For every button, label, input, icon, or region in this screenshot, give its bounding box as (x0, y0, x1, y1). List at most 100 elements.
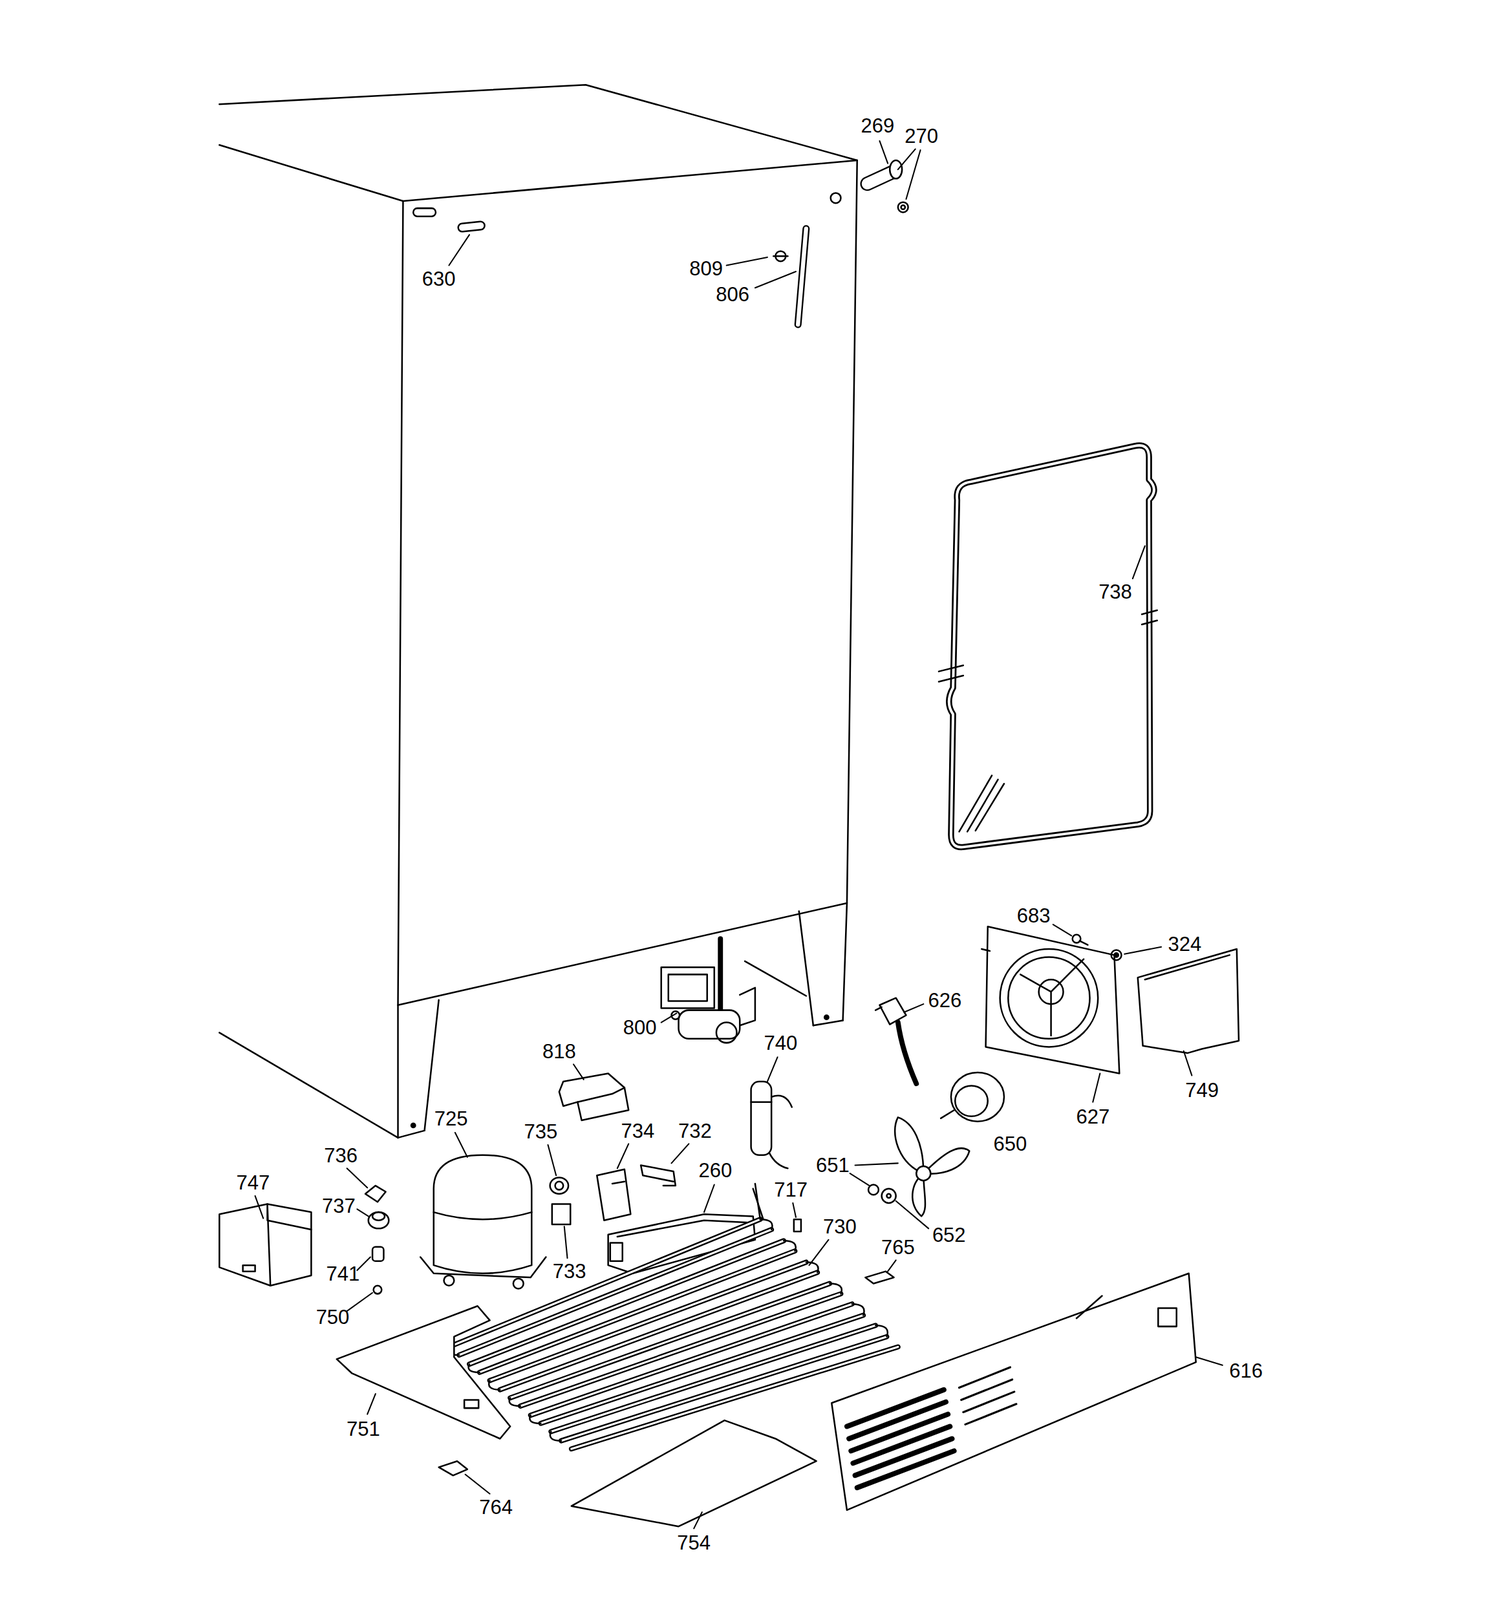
heater-loop-stroke (959, 775, 1005, 833)
power-cord-stroke (875, 1007, 882, 1011)
compressor-stroke (513, 1278, 524, 1290)
heater-loop-stroke (938, 665, 964, 672)
callout-number: 650 (993, 1134, 1028, 1155)
fan-blade-stroke (868, 1184, 879, 1195)
condenser-coil-stroke (448, 1219, 898, 1449)
capacitor-stroke (751, 1101, 772, 1104)
callout-number: 324 (1167, 933, 1202, 954)
leader-lines-stroke (704, 1184, 715, 1213)
callout-number: 754 (676, 1532, 711, 1554)
condenser-coil-stroke (755, 1183, 761, 1220)
power-cord-stroke (898, 1022, 917, 1085)
cabinet-stroke (846, 160, 858, 904)
terminal-cover (219, 1203, 311, 1286)
base-plate-stroke (336, 1306, 511, 1439)
heater-loop-stroke (949, 445, 1155, 847)
cabinet-stroke (413, 208, 436, 217)
terminal-cover-stroke (219, 1203, 311, 1286)
callout-number: 818 (542, 1040, 577, 1061)
cabinet-stroke (799, 911, 814, 1027)
leader-lines-stroke (726, 257, 768, 266)
leader-lines-stroke (855, 1163, 899, 1166)
leader-lines-stroke (455, 1132, 468, 1158)
base-plate-stroke (464, 1400, 479, 1409)
water-valve-stroke (661, 967, 715, 1008)
relay-parts-stroke (640, 1165, 676, 1187)
tube-and-screw (773, 228, 807, 325)
cabinet-stroke (457, 221, 485, 233)
callout-number: 270 (904, 125, 939, 146)
heater-loop-stroke (938, 675, 964, 682)
mounting-hardware-stroke (372, 1247, 384, 1262)
leader-lines-stroke (1053, 924, 1072, 936)
callout-number: 717 (773, 1179, 808, 1200)
callout-number: 652 (932, 1224, 966, 1245)
screws (1072, 934, 1122, 961)
fan-motor (940, 1072, 1005, 1122)
cabinet-stroke (843, 903, 847, 1021)
bracket-stroke (577, 1088, 625, 1103)
tube-and-screw-stroke (773, 255, 788, 258)
callout-number: 269 (860, 115, 895, 136)
cabinet-stroke (830, 192, 842, 204)
water-valve-stroke (717, 938, 723, 1021)
cabinet-stroke (398, 1130, 425, 1138)
heater-loop-stroke (1141, 610, 1158, 615)
leader-lines-stroke (887, 1260, 897, 1272)
callout-number: 737 (321, 1196, 356, 1217)
fan-motor-stroke (951, 1072, 1005, 1122)
screws-stroke (1072, 934, 1082, 944)
insulation-pad-stroke (571, 1420, 817, 1527)
callout-number: 616 (1229, 1360, 1263, 1381)
fan-blade-stroke (886, 1194, 891, 1199)
bracket (559, 1073, 629, 1121)
leader-lines-stroke (850, 1173, 870, 1186)
callout-number: 809 (689, 258, 723, 279)
callout-number: 764 (479, 1497, 513, 1518)
cabinet-stroke (398, 201, 404, 1006)
relay-parts-stroke (596, 1169, 631, 1221)
leader-lines-stroke (448, 234, 470, 266)
callout-number: 749 (1185, 1079, 1219, 1100)
cover-panel-stroke (1145, 954, 1230, 980)
water-valve-stroke (668, 974, 708, 1001)
cabinet-stroke (219, 144, 857, 202)
bracket-stroke (559, 1073, 629, 1121)
water-valve-stroke (739, 987, 756, 1026)
screws-stroke (1111, 950, 1122, 961)
grille-stroke (1076, 1296, 1102, 1319)
terminal-cover-stroke (243, 1265, 256, 1272)
drain-pan-stroke (610, 1242, 623, 1261)
mounting-hardware (365, 1185, 389, 1294)
callout-number: 626 (928, 989, 963, 1010)
fan-blade-stroke (894, 1117, 924, 1174)
terminal-cover-stroke (267, 1203, 311, 1286)
heater-loop (938, 445, 1158, 847)
callout-number: 725 (434, 1108, 469, 1129)
relay-parts-stroke (555, 1181, 564, 1191)
tube-and-screw-stroke (797, 228, 807, 325)
tube-and-screw-stroke (797, 228, 807, 325)
relay-parts-stroke (550, 1177, 569, 1194)
mounting-hardware-stroke (372, 1212, 385, 1221)
leader-lines-stroke (903, 1004, 924, 1013)
water-valve (661, 938, 756, 1043)
cabinet-stroke (824, 1015, 829, 1020)
callout-number: 735 (524, 1121, 558, 1142)
callout-number: 630 (422, 268, 456, 289)
cabinet-stroke (744, 961, 807, 997)
fan-shroud (981, 926, 1120, 1074)
fan-motor-stroke (954, 1085, 988, 1116)
callout-number: 260 (698, 1160, 732, 1181)
hinge-pin-stroke (898, 202, 909, 213)
hinge-pin (867, 160, 908, 213)
cabinet (219, 84, 857, 1138)
leader-lines-stroke (905, 150, 921, 200)
leader-lines-stroke (347, 1168, 368, 1188)
fan-motor-stroke (940, 1110, 955, 1119)
fan-shroud-stroke (1000, 949, 1099, 1048)
leader-lines-stroke (1196, 1357, 1223, 1366)
drain-pan (608, 1189, 764, 1274)
mounting-hardware-stroke (373, 1285, 383, 1295)
